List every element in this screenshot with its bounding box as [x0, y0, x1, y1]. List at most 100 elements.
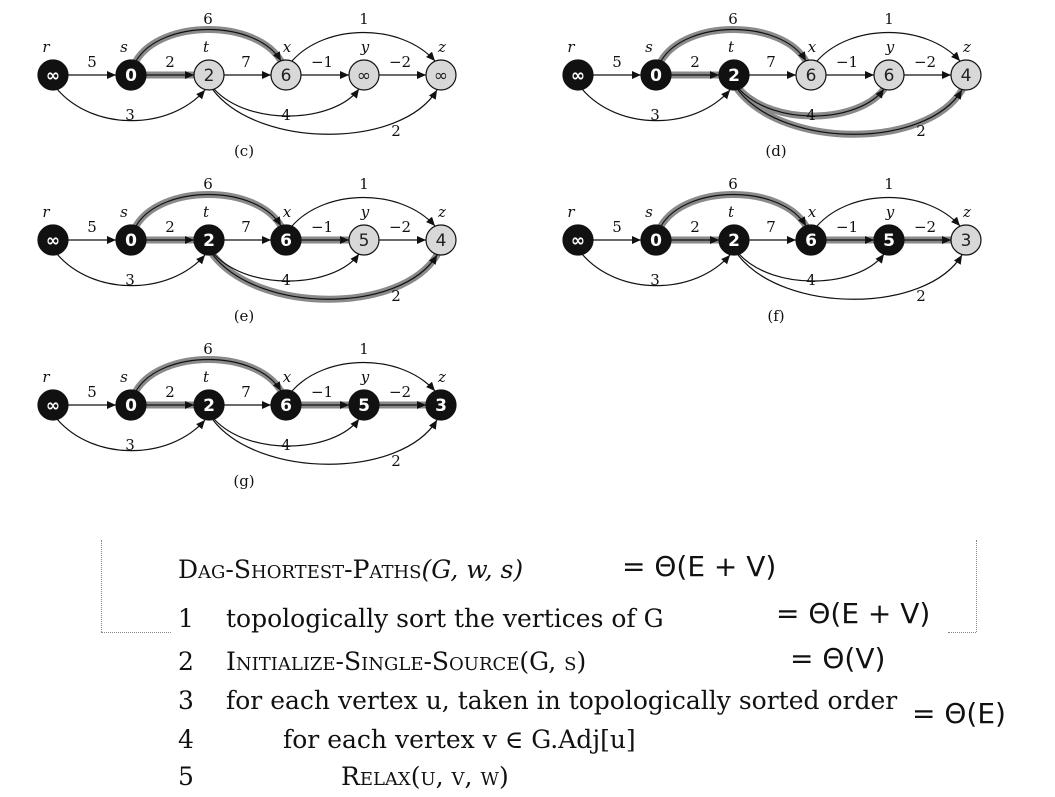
- algorithm-args: (G, w, s): [421, 555, 524, 584]
- edge-ty: [738, 253, 885, 282]
- algorithm-pseudocode: Dag-Shortest-Paths(G, w, s) = Θ(E + V) 1…: [0, 540, 1055, 797]
- vertex-r: [562, 224, 594, 256]
- panel-caption: (f): [767, 307, 784, 325]
- weight-label-rs: 5: [612, 53, 622, 71]
- edge-tz: [212, 419, 438, 465]
- vertex-label-z: z: [437, 203, 446, 221]
- vertex-label-s: s: [645, 203, 653, 221]
- vertex-y: [873, 59, 905, 91]
- vertex-x: [795, 59, 827, 91]
- edge-ty: [738, 88, 885, 117]
- vertex-label-x: x: [283, 38, 292, 56]
- weight-label-rt: 3: [125, 436, 135, 454]
- distance-x: 6: [280, 231, 292, 251]
- distance-y: 6: [884, 66, 895, 86]
- vertex-label-x: x: [808, 38, 817, 56]
- edge-rt: [581, 253, 731, 287]
- weight-label-yz: −2: [389, 53, 411, 71]
- edge-sx: [660, 28, 807, 62]
- weight-label-tz: 2: [391, 287, 401, 305]
- weight-label-sx: 6: [203, 340, 213, 358]
- edge-ty: [213, 88, 360, 117]
- vertex-z: [425, 59, 457, 91]
- edge-sx: [135, 28, 282, 62]
- vertex-label-t: t: [203, 203, 210, 221]
- weight-label-yz: −2: [389, 383, 411, 401]
- distance-z: 4: [436, 231, 447, 251]
- vertex-t: [193, 224, 225, 256]
- vertex-label-y: y: [885, 38, 895, 56]
- distance-x: 6: [805, 231, 817, 251]
- distance-s: 0: [650, 66, 662, 86]
- vertex-y: [348, 389, 380, 421]
- dotted-frame-bottom: [101, 632, 171, 634]
- vertex-x: [270, 224, 302, 256]
- annotation-line-1: = Θ(E + V): [776, 597, 931, 630]
- weight-label-xz: 1: [884, 175, 894, 193]
- vertex-label-t: t: [203, 368, 210, 386]
- vertex-t: [193, 389, 225, 421]
- vertex-t: [718, 59, 750, 91]
- edge-tz: [212, 89, 438, 135]
- weight-label-yz: −2: [914, 218, 936, 236]
- vertex-label-y: y: [360, 203, 370, 221]
- weight-label-rs: 5: [87, 383, 97, 401]
- vertex-label-y: y: [885, 203, 895, 221]
- line-number-5: 5: [178, 762, 194, 791]
- vertex-r: [37, 59, 69, 91]
- distance-x: 6: [281, 66, 292, 86]
- vertex-y: [348, 59, 380, 91]
- weight-label-tx: 7: [766, 53, 776, 71]
- weight-label-tx: 7: [241, 53, 251, 71]
- distance-y: ∞: [357, 66, 371, 86]
- vertex-label-t: t: [728, 38, 735, 56]
- vertex-label-z: z: [962, 203, 971, 221]
- line-number-4: 4: [178, 725, 194, 754]
- distance-z: 3: [961, 231, 972, 251]
- vertex-x: [270, 389, 302, 421]
- edge-rt: [581, 88, 731, 122]
- edge-tz: [737, 254, 963, 300]
- vertex-z: [950, 224, 982, 256]
- vertex-z: [950, 59, 982, 91]
- distance-t: 2: [204, 66, 215, 86]
- line-2: Initialize-Single-Source(G, s): [226, 647, 587, 676]
- line-1: topologically sort the vertices of G: [226, 604, 664, 633]
- distance-t: 2: [203, 396, 215, 416]
- weight-label-ty: 4: [806, 106, 816, 124]
- weight-label-sx: 6: [203, 10, 213, 28]
- distance-t: 2: [728, 66, 740, 86]
- edge-rt: [56, 88, 206, 122]
- edge-xz: [291, 196, 436, 227]
- distance-z: 3: [435, 396, 447, 416]
- weight-label-tx: 7: [241, 383, 251, 401]
- vertex-r: [562, 59, 594, 91]
- distance-t: 2: [203, 231, 215, 251]
- distance-s: 0: [125, 66, 137, 86]
- vertex-r: [37, 389, 69, 421]
- distance-r: ∞: [46, 66, 60, 86]
- line-number-2: 2: [178, 647, 194, 676]
- weight-label-sx: 6: [728, 175, 738, 193]
- weight-label-tz: 2: [391, 122, 401, 140]
- weight-label-xy: −1: [311, 218, 333, 236]
- weight-label-tz: 2: [391, 452, 401, 470]
- line-3: for each vertex u, taken in topologicall…: [226, 686, 898, 715]
- weight-label-ty: 4: [281, 106, 291, 124]
- panel-caption: (e): [234, 307, 255, 325]
- weight-label-xz: 1: [359, 10, 369, 28]
- weight-label-st: 2: [165, 218, 175, 236]
- weight-label-rt: 3: [650, 271, 660, 289]
- distance-r: ∞: [571, 231, 585, 251]
- vertex-label-r: r: [567, 203, 575, 221]
- vertex-x: [270, 59, 302, 91]
- dotted-frame-right: [976, 540, 978, 632]
- panel-caption: (d): [765, 142, 786, 160]
- vertex-x: [795, 224, 827, 256]
- vertex-label-z: z: [962, 38, 971, 56]
